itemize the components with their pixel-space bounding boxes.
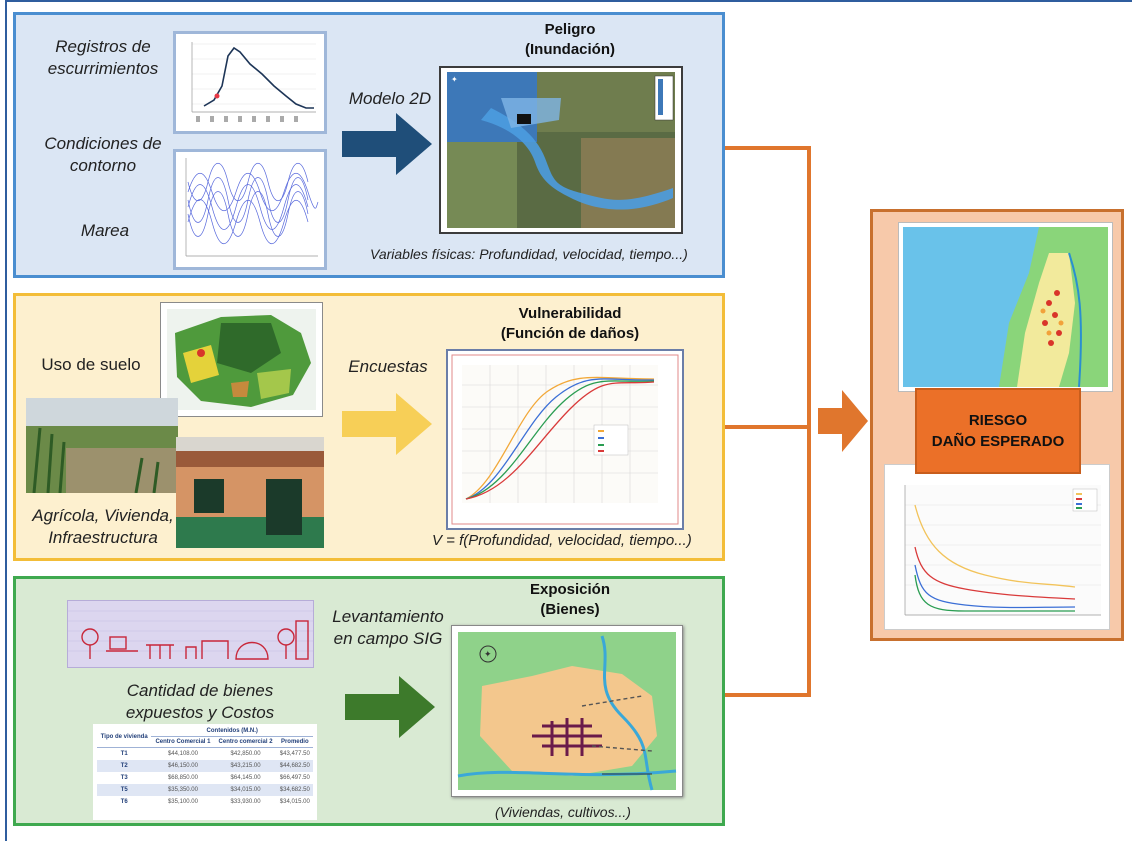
exposure-map: ✦ xyxy=(451,625,683,797)
table-cell: $68,850.00 xyxy=(167,775,198,781)
table-cell: T5 xyxy=(97,784,152,796)
table-cell: T6 xyxy=(120,799,128,805)
boundary-conditions-label: Condiciones de contorno xyxy=(44,134,162,175)
table-cell: $33,930.00 xyxy=(230,799,261,805)
tide-thumbnail xyxy=(173,149,327,270)
risk-label-box: RIESGO DAÑO ESPERADO xyxy=(915,388,1081,474)
connector-bracket xyxy=(725,146,811,697)
table-cell: $35,100.00 xyxy=(167,799,198,805)
costs-table-header-b: Centro comercial 2 xyxy=(214,736,277,748)
vulnerability-arrow xyxy=(342,393,432,455)
svg-text:✦: ✦ xyxy=(484,650,492,660)
costs-table-header-group: Contenidos (M.N.) xyxy=(151,726,313,737)
goods-label: Cantidad de bienes expuestos y Costos xyxy=(125,681,275,722)
table-row: T2$46,150.00$43,215.00$44,682.50 xyxy=(97,760,313,772)
table-cell: $35,350.00 xyxy=(151,784,215,796)
table-cell: $44,108.00 xyxy=(167,751,198,757)
household-goods-graphic xyxy=(68,610,313,660)
hazard-subtitle: (Inundación) xyxy=(525,41,615,58)
table-cell: $66,497.50 xyxy=(279,775,310,781)
vulnerability-subtitle: (Función de daños) xyxy=(500,325,640,342)
frame-top-rule xyxy=(5,0,1132,2)
risk-arrow xyxy=(818,390,868,452)
table-cell: $43,215.00 xyxy=(214,760,277,772)
table-cell: T2 xyxy=(97,760,152,772)
table-cell: $46,150.00 xyxy=(151,760,215,772)
damage-function-graphic xyxy=(451,354,679,525)
risk-label-line2: DAÑO ESPERADO xyxy=(931,433,1065,450)
land-use-graphic xyxy=(167,309,316,410)
hazard-title: Peligro xyxy=(544,21,596,38)
table-row: T5$35,350.00$34,015.00$34,682.50 xyxy=(97,784,313,796)
costs-table-header-c: Promedio xyxy=(276,736,313,748)
expected-damage-chart xyxy=(884,464,1110,630)
crop-photo xyxy=(26,398,178,494)
hydrograph-thumbnail xyxy=(173,31,327,134)
exposure-caption: (Viviendas, cultivos...) xyxy=(495,804,631,820)
costs-table: Tipo de vivienda Contenidos (M.N.) Centr… xyxy=(93,724,317,820)
surveys-label: Encuestas xyxy=(348,357,428,376)
risk-label-line1: RIESGO xyxy=(968,412,1028,429)
hazard-caption: Variables físicas: Profundidad, velocida… xyxy=(370,246,688,262)
table-row: T1 $44,108.00 $42,850.00 $43,477.50 xyxy=(97,748,313,761)
land-use-map xyxy=(160,302,323,417)
risk-map xyxy=(898,222,1113,392)
costs-table-header-a: Centro Comercial 1 xyxy=(151,736,215,748)
house-photo xyxy=(176,437,324,548)
table-cell: T3 xyxy=(120,775,128,781)
exposure-subtitle: (Bienes) xyxy=(540,601,600,618)
exposure-map-graphic: ✦ xyxy=(457,632,677,791)
svg-text:✦: ✦ xyxy=(451,75,458,84)
crop-photo-graphic xyxy=(26,398,178,494)
risk-map-graphic xyxy=(903,227,1108,388)
table-cell: $34,015.00 xyxy=(214,784,277,796)
table-cell: $43,477.50 xyxy=(279,751,310,757)
land-use-label: Uso de suelo xyxy=(41,355,141,374)
table-cell: $64,145.00 xyxy=(230,775,261,781)
vulnerability-categories-label: Agrícola, Vivienda, Infraestructura xyxy=(32,506,174,547)
tide-graphic xyxy=(185,158,319,257)
table-cell: $34,682.50 xyxy=(276,784,313,796)
model-2d-label: Modelo 2D xyxy=(348,89,432,108)
table-cell: $34,015.00 xyxy=(279,799,310,805)
expected-damage-graphic xyxy=(904,485,1101,616)
flood-map: ✦ xyxy=(439,66,683,234)
damage-function-chart xyxy=(446,349,684,530)
table-row: T3 $68,850.00 $64,145.00 $66,497.50 xyxy=(97,772,313,784)
hazard-arrow xyxy=(342,113,432,175)
flood-map-graphic: ✦ xyxy=(447,72,675,228)
table-cell: T1 xyxy=(120,751,128,757)
table-cell: $44,682.50 xyxy=(276,760,313,772)
vulnerability-formula: V = f(Profundidad, velocidad, tiempo...) xyxy=(432,532,692,549)
tide-label: Marea xyxy=(80,221,130,240)
table-cell: $42,850.00 xyxy=(230,751,261,757)
hydrograph-graphic xyxy=(191,42,316,122)
house-photo-graphic xyxy=(176,437,324,548)
runoff-records-label: Registros de escurrimientos xyxy=(47,37,159,78)
field-survey-label: Levantamiento en campo SIG xyxy=(332,607,444,648)
household-goods-illustration xyxy=(67,600,314,668)
costs-table-header-tipo: Tipo de vivienda xyxy=(97,726,152,748)
table-row: T6 $35,100.00 $33,930.00 $34,015.00 xyxy=(97,796,313,808)
frame-left-rule xyxy=(5,0,7,841)
exposure-title: Exposición xyxy=(529,581,611,598)
vulnerability-title: Vulnerabilidad xyxy=(518,305,622,322)
costs-table-grid: Tipo de vivienda Contenidos (M.N.) Centr… xyxy=(97,726,313,808)
exposure-arrow xyxy=(345,676,435,738)
